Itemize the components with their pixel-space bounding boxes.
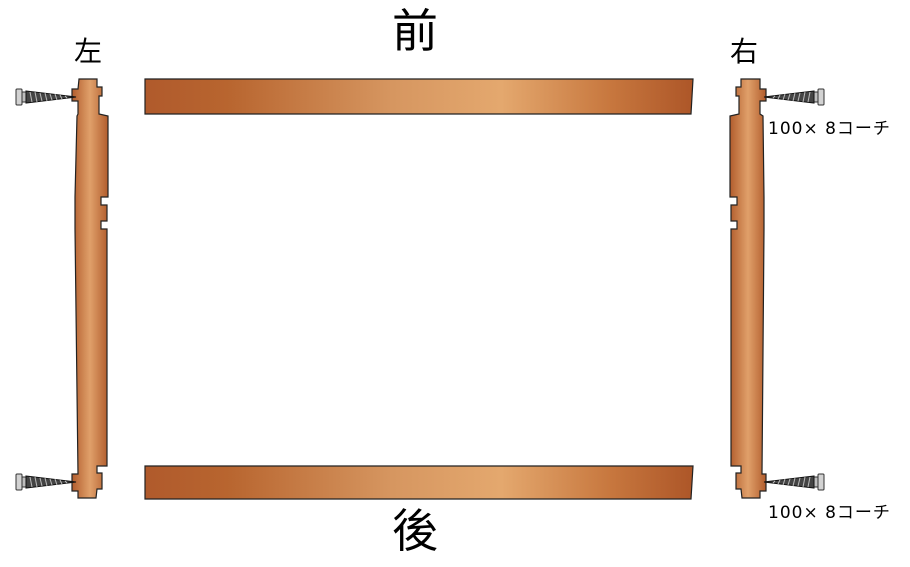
back-rail xyxy=(144,465,694,500)
screw-icon xyxy=(15,473,77,491)
screw-note-top: 100× 8コーチ xyxy=(768,119,891,139)
screw-note-bottom: 100× 8コーチ xyxy=(768,503,891,523)
left-post xyxy=(71,78,109,499)
screw-icon xyxy=(763,473,825,491)
left-label: 左 xyxy=(74,35,103,68)
right-post xyxy=(729,78,767,499)
right-label: 右 xyxy=(730,35,759,68)
screw-icon xyxy=(763,88,825,106)
back-label: 後 xyxy=(392,504,438,558)
front-label: 前 xyxy=(392,4,438,58)
screw-icon xyxy=(15,88,77,106)
front-rail xyxy=(144,78,694,115)
